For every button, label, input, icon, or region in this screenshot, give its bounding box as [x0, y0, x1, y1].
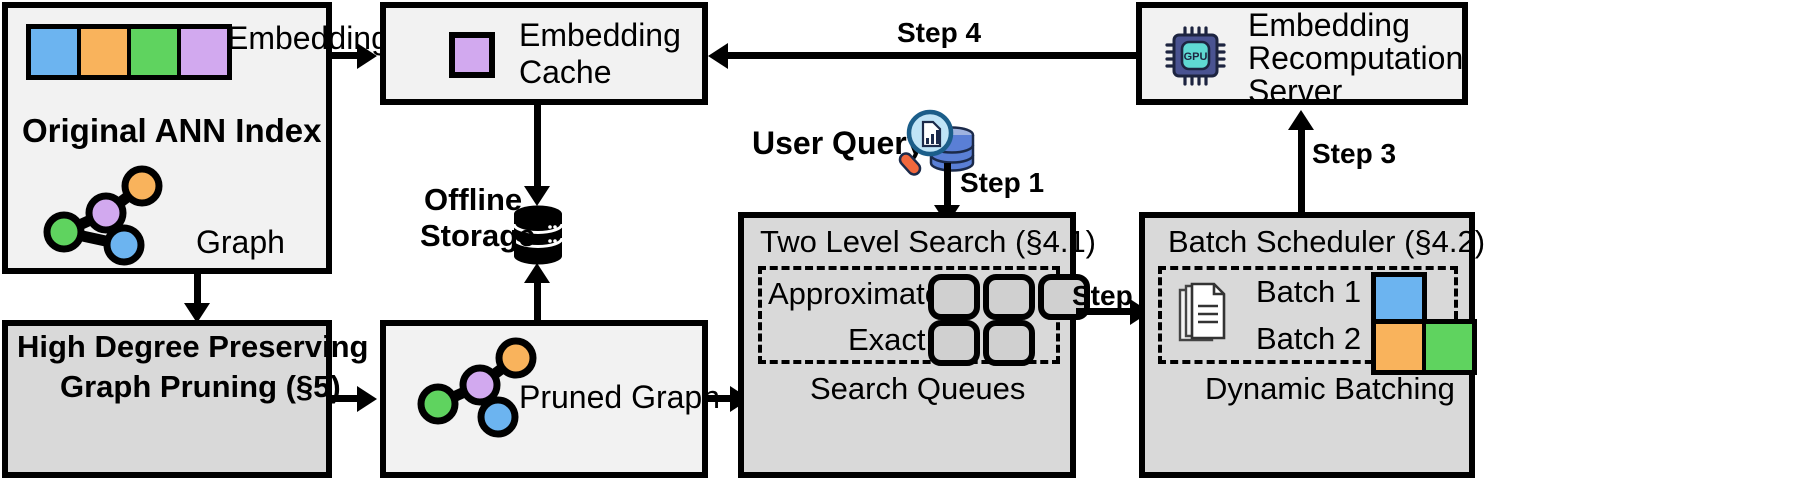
recomputation-server-line3: Server: [1248, 73, 1343, 109]
arrow-pruned-to-storage-line: [534, 281, 541, 327]
approximate-queue-row: [928, 274, 1090, 320]
arrow-step2-line: [1076, 308, 1138, 315]
embedding-cache-icon: [449, 32, 495, 78]
graph-pruning-box: [2, 320, 332, 478]
batch-scheduler-title: Batch Scheduler (§4.2): [1168, 224, 1486, 259]
embedding-swatch-3: [181, 29, 227, 75]
embedding-swatch-0: [31, 29, 81, 75]
batch1-swatch-0: [1376, 277, 1422, 323]
offline-storage-line2: Storage: [420, 218, 536, 253]
embedding-cache-line1: Embedding: [519, 17, 681, 53]
exact-queue-slot[interactable]: [983, 320, 1035, 366]
batch2-swatch-strip: [1371, 319, 1477, 375]
pruned-graph-label: Pruned Graph: [519, 379, 721, 415]
arrow-cache-to-storage-head: [524, 186, 550, 206]
exact-label: Exact: [848, 322, 926, 357]
search-queues-footer: Search Queues: [810, 371, 1026, 406]
arrow-pruned-to-search-line: [708, 395, 741, 402]
batch2-swatch-0: [1376, 324, 1426, 370]
embedding-swatch-1: [81, 29, 131, 75]
recomputation-server-line2: Recomputation: [1248, 40, 1464, 76]
arrow-index-to-cache-line: [332, 52, 368, 59]
graph-pruning-line1: High Degree Preserving: [17, 329, 369, 364]
user-query-label: User Query: [752, 125, 925, 161]
batch2-swatch-1: [1426, 324, 1472, 370]
embedding-swatch-strip: [26, 24, 232, 80]
batch2-label: Batch 2: [1256, 321, 1362, 356]
arrow-pruning-to-pruned-head: [357, 386, 377, 412]
original-ann-index-title: Original ANN Index: [22, 112, 322, 149]
offline-storage-db-icon: [512, 205, 564, 265]
arrow-cache-to-storage-line: [534, 105, 541, 190]
arrow-step1-line: [944, 163, 951, 208]
offline-storage-line1: Offline: [424, 182, 523, 217]
arrow-step3-line: [1298, 128, 1305, 213]
exact-queue-slot[interactable]: [928, 320, 980, 366]
pruned-graph-icon: [412, 337, 542, 438]
dynamic-batching-dashed-region: [1158, 266, 1458, 364]
approximate-queue-slot[interactable]: [983, 274, 1035, 320]
dynamic-batching-footer: Dynamic Batching: [1205, 371, 1455, 406]
step4-label: Step 4: [897, 17, 982, 48]
gpu-chip-text: GPU: [1184, 51, 1208, 63]
step1-label: Step 1: [960, 167, 1045, 198]
step3-label: Step 3: [1312, 138, 1397, 169]
arrow-index-to-cache-head: [357, 43, 377, 69]
graph-label: Graph: [196, 224, 285, 260]
arrow-step3-head: [1288, 110, 1314, 130]
arrow-index-to-pruning-line: [194, 274, 201, 306]
arrow-pruned-to-storage-head: [524, 263, 550, 283]
recomputation-server-line1: Embedding: [1248, 7, 1410, 43]
embedding-cache-line2: Cache: [519, 54, 612, 90]
approximate-queue-slot[interactable]: [928, 274, 980, 320]
approximate-label: Approximate: [768, 276, 943, 311]
user-query-search-icon: [898, 108, 978, 180]
batch1-label: Batch 1: [1256, 274, 1362, 309]
original-graph-icon: [38, 165, 168, 266]
exact-queue-row: [928, 320, 1035, 366]
documents-icon: [1176, 282, 1230, 348]
arrow-step4-line: [725, 52, 1138, 59]
arrow-pruning-to-pruned-line: [332, 395, 368, 402]
graph-pruning-line2: Graph Pruning (§5): [60, 369, 341, 404]
arrow-step4-head: [708, 43, 728, 69]
embedding-swatch-2: [131, 29, 181, 75]
arrow-index-to-pruning-head: [184, 303, 210, 323]
two-level-search-title: Two Level Search (§4.1): [760, 224, 1097, 259]
embedding-cache-box: [380, 2, 708, 105]
gpu-chip-icon: GPU: [1165, 26, 1227, 86]
